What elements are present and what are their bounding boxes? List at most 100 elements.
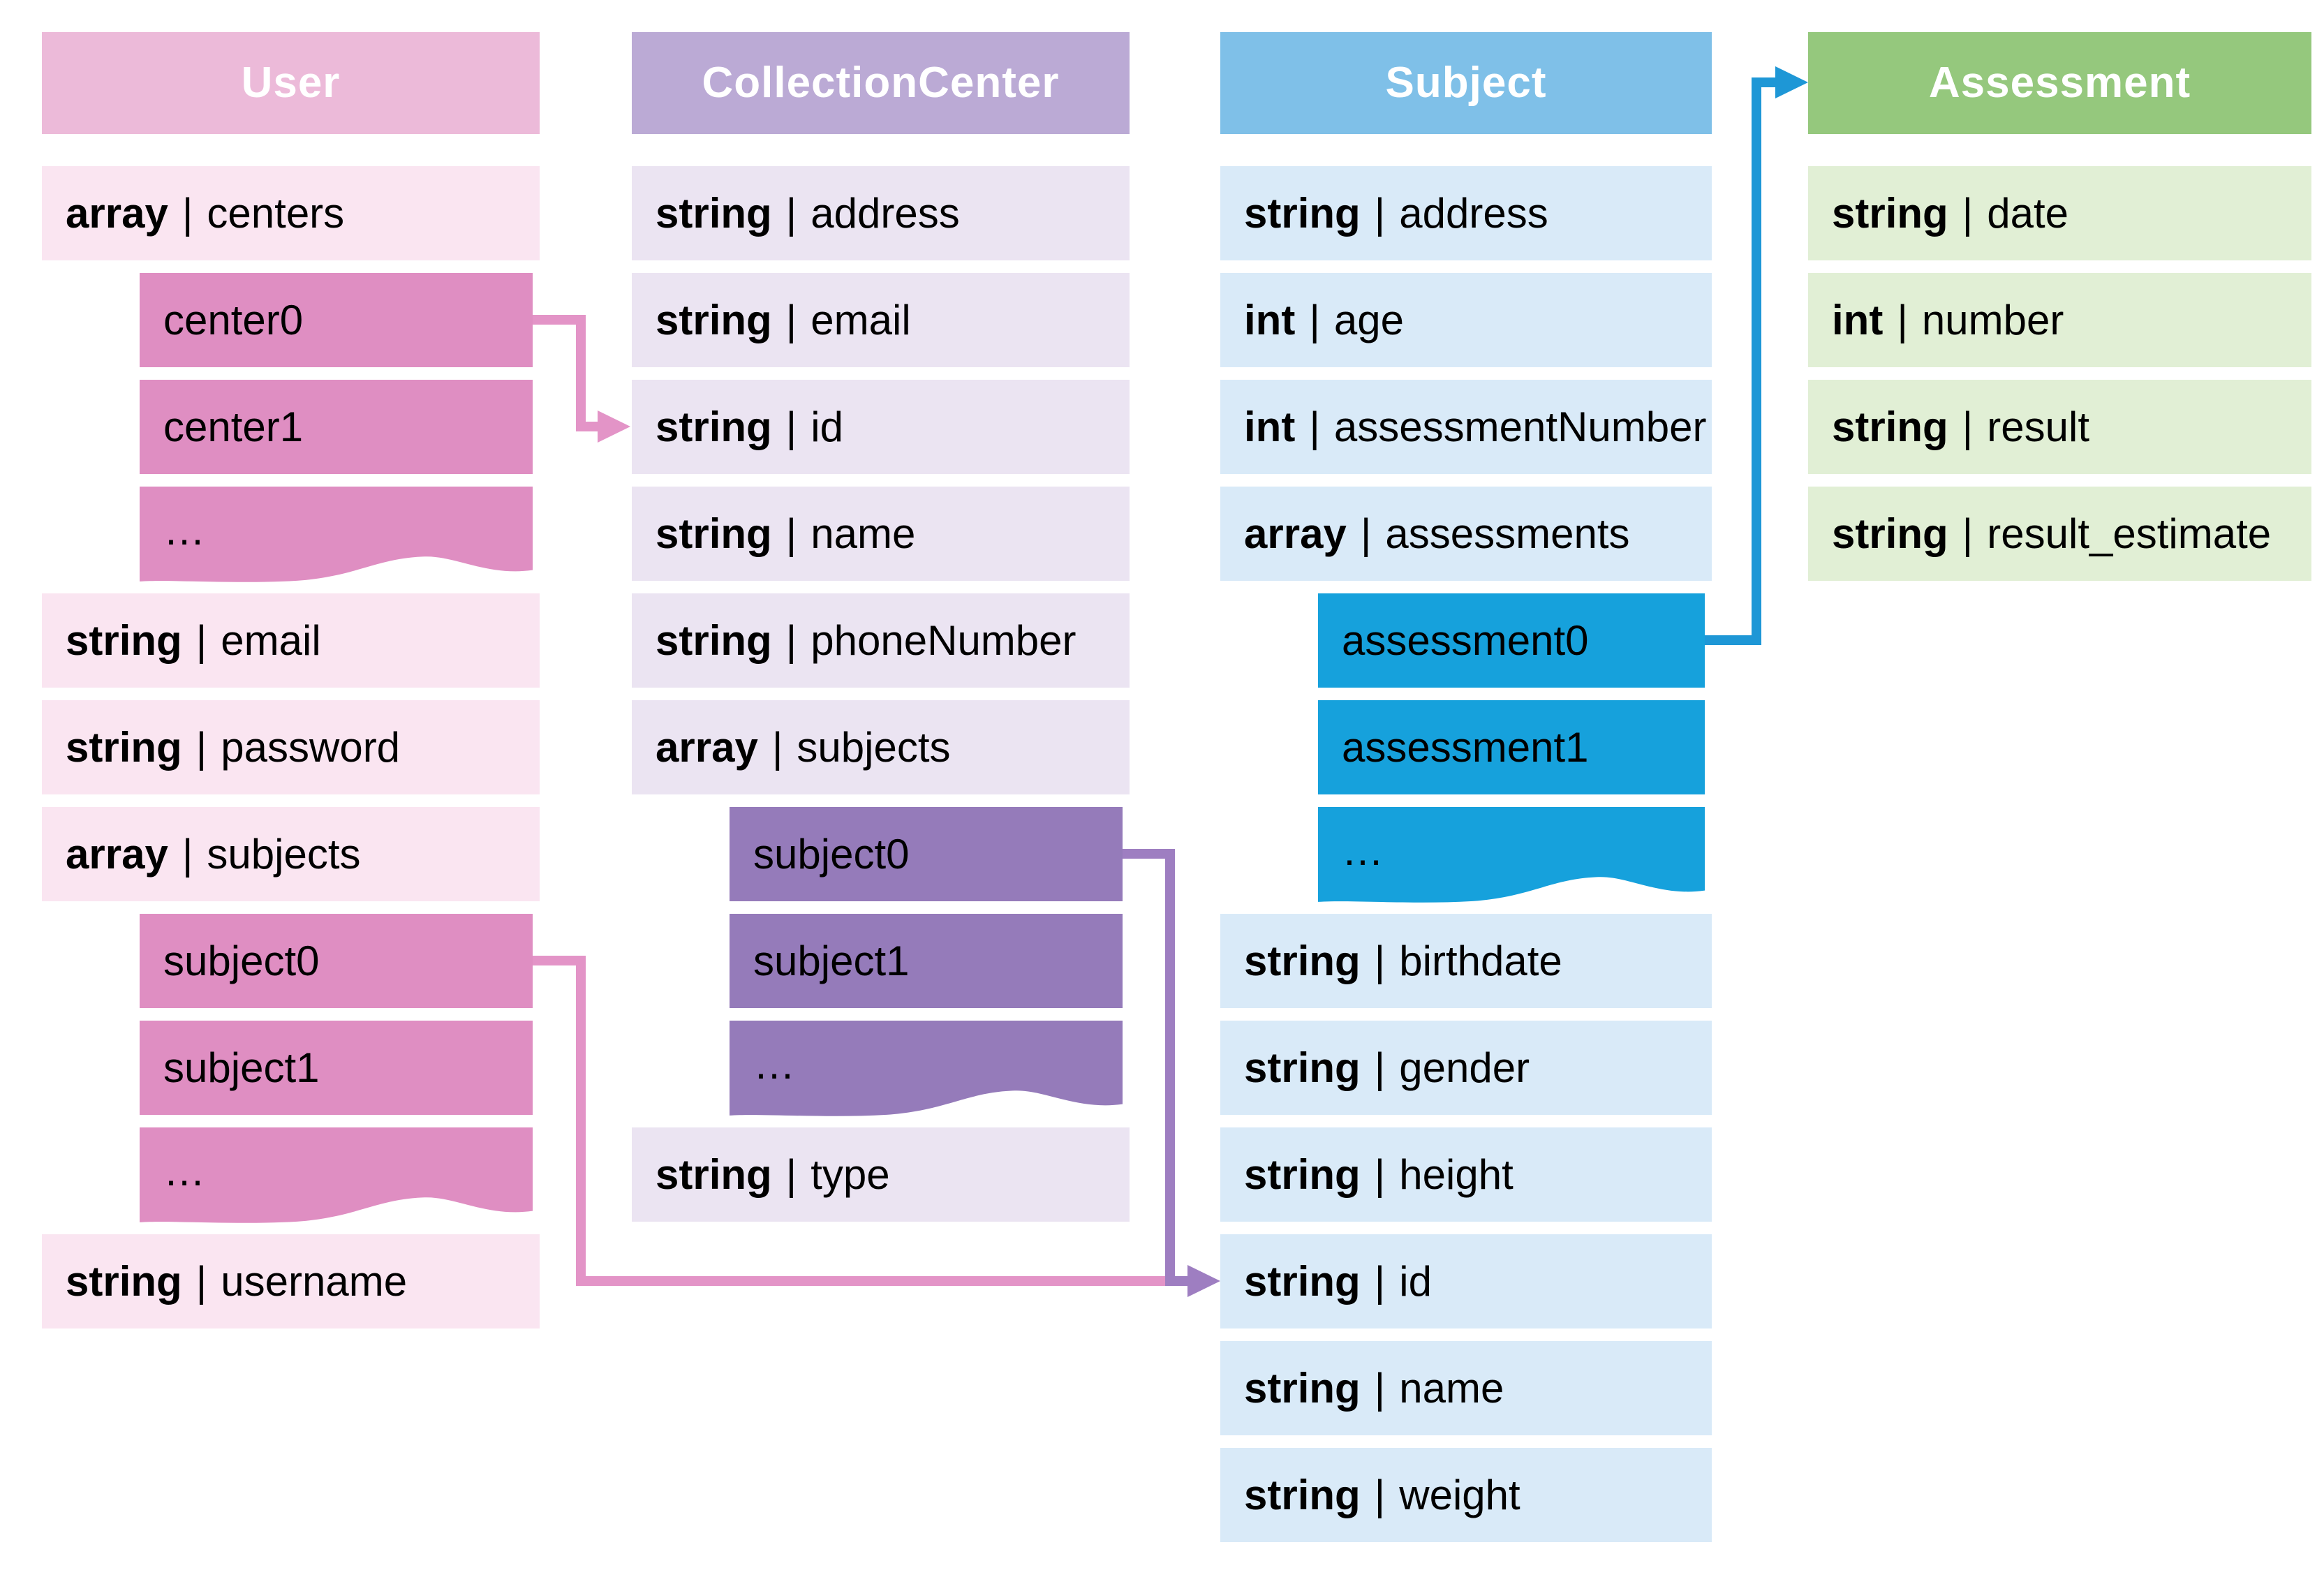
ellipsis-label: … [163, 1148, 205, 1194]
field-separator: | [1962, 510, 1974, 557]
field-name: centers [207, 190, 345, 237]
field-type: array [66, 831, 168, 878]
field-name: number [1921, 297, 2064, 343]
field-assessment-result_estimate: string | result_estimate [1808, 487, 2311, 581]
field-separator: | [785, 297, 797, 343]
field-collectioncenter-subjects: array|subjects [632, 700, 1130, 794]
field-name: date [1987, 190, 2069, 237]
torn-edge-shape [730, 1021, 1123, 1116]
entity-subject-title: Subject [1220, 32, 1712, 134]
field-separator: | [1374, 1365, 1386, 1412]
field-separator: | [195, 617, 207, 664]
field-type: string [1244, 190, 1361, 237]
field-type: array [656, 724, 758, 771]
field-name: birthdate [1399, 938, 1562, 984]
entity-collectioncenter-title: CollectionCenter [632, 32, 1130, 134]
array-item-collectioncenter-subject0: subject0 [730, 807, 1123, 901]
array-item-user-ellipsis: … [140, 487, 533, 586]
field-subject-height: string | height [1220, 1127, 1712, 1222]
field-name: result_estimate [1987, 510, 2272, 557]
field-type: string [1832, 510, 1948, 557]
field-name: type [811, 1151, 890, 1198]
field-type: string [66, 617, 182, 664]
field-type: string [1244, 938, 1361, 984]
field-user-subjects: array | subjects [42, 807, 540, 901]
field-separator: | [785, 190, 797, 237]
field-type: string [656, 1151, 772, 1198]
field-separator: | [1374, 1044, 1386, 1091]
entity-assessment: Assessment string | date int | number string | re… [1808, 0, 2311, 1584]
field-user-username: string|username [42, 1234, 540, 1328]
field-name: email [221, 617, 321, 664]
field-type: int [1244, 404, 1296, 450]
field-separator: | [785, 510, 797, 557]
field-subject-gender: string | gender [1220, 1021, 1712, 1115]
field-separator: | [1374, 1151, 1386, 1198]
field-name: address [1399, 190, 1548, 237]
field-name: id [1399, 1258, 1432, 1305]
field-separator: | [771, 724, 783, 771]
field-subject-assessmentNumber: int|assessmentNumber [1220, 380, 1712, 474]
field-type: string [1244, 1044, 1361, 1091]
field-type: string [656, 404, 772, 450]
torn-edge-shape [140, 1127, 533, 1223]
field-assessment-date: string|date [1808, 166, 2311, 260]
torn-edge-shape [140, 487, 533, 582]
field-separator: | [1962, 190, 1974, 237]
entity-assessment-title: Assessment [1808, 32, 2311, 134]
array-item-user-center0: center0 [140, 273, 533, 367]
field-name: assessments [1385, 510, 1630, 557]
field-separator: | [1897, 297, 1908, 343]
field-subject-name: string | name [1220, 1341, 1712, 1435]
field-assessment-number: int | number [1808, 273, 2311, 367]
field-type: array [66, 190, 168, 237]
field-collectioncenter-phoneNumber: string|phoneNumber [632, 593, 1130, 688]
ellipsis-label: … [753, 1041, 795, 1088]
field-separator: | [182, 831, 193, 878]
ellipsis-label: … [163, 507, 205, 554]
field-type: string [1244, 1365, 1361, 1412]
field-separator: | [1309, 404, 1320, 450]
field-type: int [1832, 297, 1883, 343]
ellipsis-label: … [1342, 827, 1384, 874]
field-separator: | [1374, 1258, 1386, 1305]
field-subject-assessments: array|assessments [1220, 487, 1712, 581]
array-item-collectioncenter-subject1: subject1 [730, 914, 1123, 1008]
field-separator: | [1374, 1472, 1386, 1518]
arrow-user-subject0-to-subject-id [533, 956, 1166, 1286]
field-name: name [1399, 1365, 1504, 1412]
field-name: result [1987, 404, 2089, 450]
field-name: subjects [207, 831, 361, 878]
field-separator: | [195, 724, 207, 771]
field-name: gender [1399, 1044, 1530, 1091]
field-type: string [66, 1258, 182, 1305]
field-subject-birthdate: string|birthdate [1220, 914, 1712, 1008]
field-type: string [656, 297, 772, 343]
arrowhead-collectioncenter-id [598, 410, 630, 443]
array-item-subject-assessment1: assessment1 [1318, 700, 1705, 794]
field-type: string [66, 724, 182, 771]
field-assessment-result: string|result [1808, 380, 2311, 474]
field-name: id [811, 404, 843, 450]
field-type: string [656, 617, 772, 664]
field-separator: | [1374, 190, 1386, 237]
arrow-collectioncenter-subject0-to-subject-id [1123, 849, 1187, 1286]
field-separator: | [182, 190, 193, 237]
field-type: string [1244, 1472, 1361, 1518]
field-separator: | [1309, 297, 1320, 343]
arrow-subject-assessment0-to-assessment [1705, 77, 1775, 645]
field-name: age [1333, 297, 1405, 343]
field-type: array [1244, 510, 1347, 557]
arrowhead-subject-id [1187, 1265, 1220, 1297]
array-item-user-subject0: subject0 [140, 914, 533, 1008]
field-name: height [1399, 1151, 1513, 1198]
field-name: username [221, 1258, 408, 1305]
field-type: string [1244, 1151, 1361, 1198]
field-separator: | [1962, 404, 1974, 450]
array-item-collectioncenter-ellipsis: … [730, 1021, 1123, 1120]
